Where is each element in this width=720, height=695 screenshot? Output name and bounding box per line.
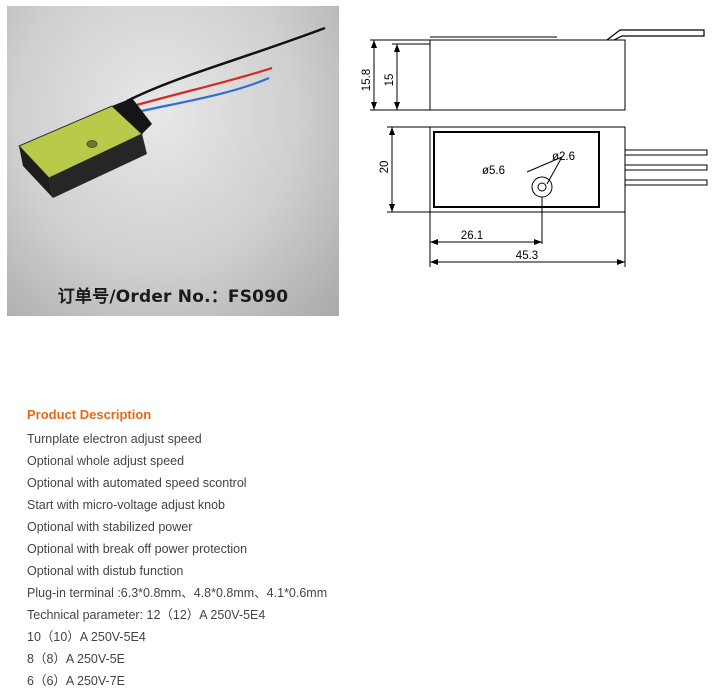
list-item: Plug-in terminal :6.3*0.8mm、4.8*0.8mm、4.… xyxy=(27,586,328,600)
dimension-drawing: 15.8 15 20 ø5.6 ø2.6 26.1 45.3 xyxy=(361,29,708,267)
list-item: Optional with break off power protection xyxy=(27,542,248,556)
dim-offset: 26.1 xyxy=(461,230,483,242)
module-side-left xyxy=(19,146,53,198)
terminal-tab xyxy=(606,29,705,41)
dim-hole-small: ø2.6 xyxy=(552,151,575,163)
list-item: 10（10）A 250V-5E4 xyxy=(27,630,146,644)
list-item: 6（6）A 250V-7E xyxy=(27,674,125,688)
list-item: Turnplate electron adjust speed xyxy=(27,432,202,446)
list-item: Optional with automated speed scontrol xyxy=(27,476,247,490)
list-item: Optional with stabilized power xyxy=(27,520,193,534)
hole-small xyxy=(537,182,547,192)
connector-block xyxy=(112,98,152,134)
list-item: Technical parameter: 12（12）A 250V-5E4 xyxy=(27,608,266,622)
blue-wire xyxy=(136,76,270,114)
list-item: Start with micro-voltage adjust knob xyxy=(27,498,226,512)
dim-length: 45.3 xyxy=(516,250,538,262)
module-front xyxy=(49,134,147,198)
list-item: Optional whole adjust speed xyxy=(27,454,185,468)
top-view-pcb xyxy=(433,131,600,208)
adjust-knob-icon xyxy=(86,140,98,148)
product-illustration xyxy=(18,26,326,198)
top-view-body xyxy=(429,126,626,213)
order-number-caption: 订单号/Order No.：FS090 xyxy=(57,287,289,307)
list-item: 8（8）A 250V-5E xyxy=(27,652,125,666)
terminal-2 xyxy=(624,164,708,171)
dim-height-inner: 15 xyxy=(384,74,396,87)
product-photo: 订单号/Order No.：FS090 xyxy=(7,6,339,316)
technical-drawing: 15.8 15 20 ø5.6 ø2.6 26.1 45.3 xyxy=(352,22,712,272)
list-item: Optional with distub function xyxy=(27,564,184,578)
dim-height-outer: 15.8 xyxy=(361,69,373,91)
side-view-body xyxy=(429,39,626,111)
terminal-1 xyxy=(624,149,708,156)
terminal-3 xyxy=(624,179,708,186)
black-wire xyxy=(126,26,326,103)
description-title: Product Description xyxy=(27,407,152,422)
product-description: Product Description Turnplate electron a… xyxy=(27,406,707,692)
description-list: Turnplate electron adjust speed Optional… xyxy=(27,428,707,692)
dim-width: 20 xyxy=(379,161,391,174)
dim-hole-large: ø5.6 xyxy=(482,165,505,177)
red-wire xyxy=(132,66,273,108)
